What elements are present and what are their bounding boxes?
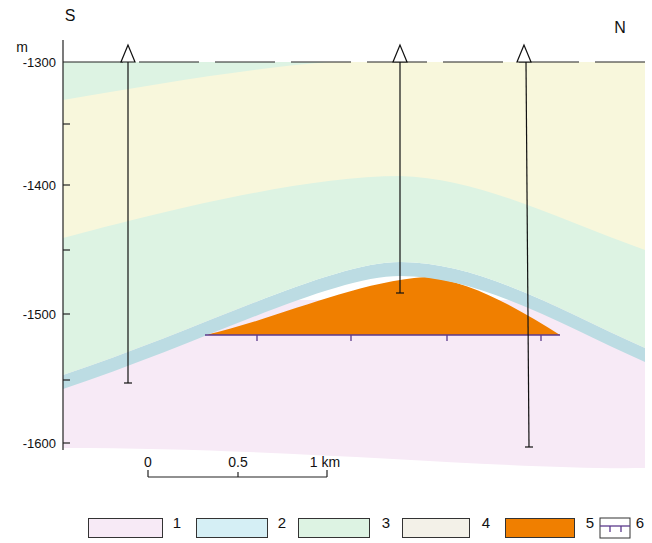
legend-number: 6 [636, 515, 644, 530]
depth-label: -1600 [23, 437, 56, 450]
depth-label: -1500 [23, 308, 56, 321]
legend-number: 5 [586, 515, 594, 530]
depth-label: -1300 [23, 56, 56, 69]
legend-number: 3 [382, 515, 390, 530]
depth-axis [63, 40, 70, 450]
legend-number: 1 [173, 515, 181, 530]
fault-line [205, 335, 560, 341]
legend-swatch [505, 518, 575, 538]
legend-swatch [88, 518, 163, 538]
datum-line [63, 61, 645, 62]
wells [121, 45, 533, 447]
scale-label: 0 [144, 455, 152, 469]
legend-swatch [402, 518, 470, 538]
direction-label: N [614, 20, 626, 36]
legend-fault-symbol [600, 518, 630, 538]
legend-number: 4 [482, 515, 490, 530]
legend-swatch [298, 518, 370, 538]
scale-label: 0.5 [228, 455, 247, 469]
scale-bar [148, 470, 327, 477]
depth-label: -1400 [23, 179, 56, 192]
legend-swatch [196, 518, 268, 538]
legend-number: 2 [278, 515, 286, 530]
layer-4 [63, 62, 645, 250]
scale-label: 1 km [310, 455, 340, 469]
unit-label: m [16, 40, 28, 54]
layer-3 [63, 62, 645, 375]
direction-label: S [65, 8, 76, 24]
